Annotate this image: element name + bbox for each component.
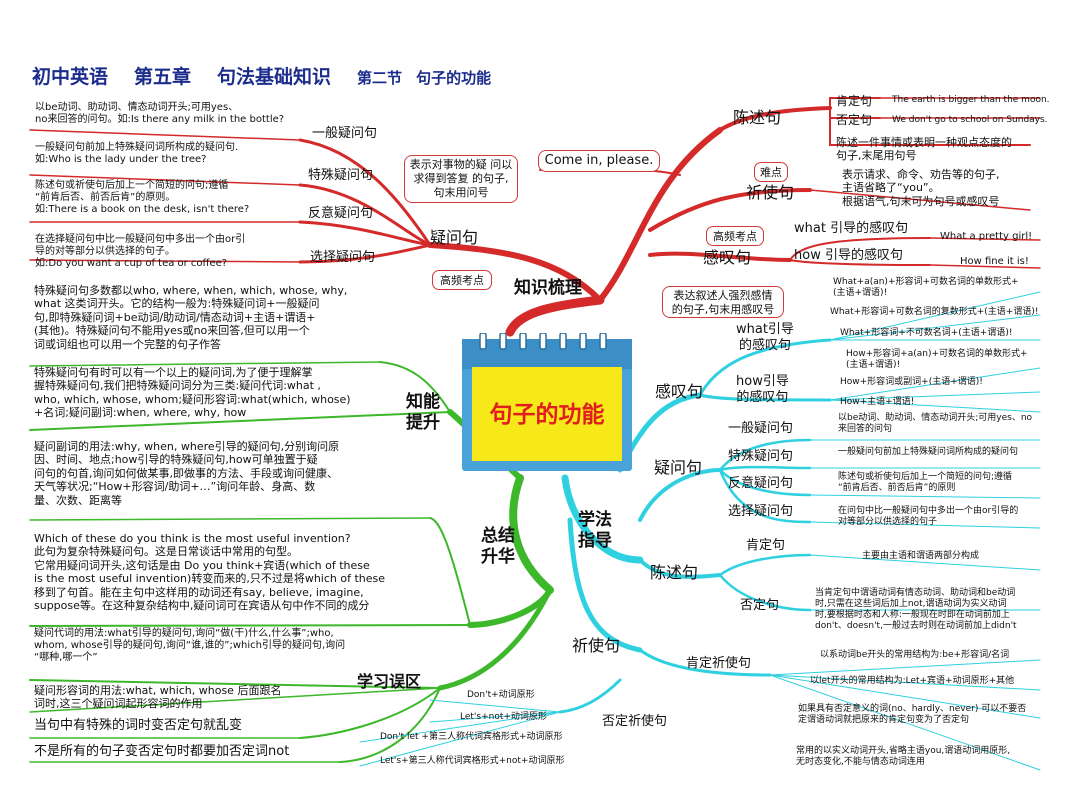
general-question-desc: 以be动词、助动词、情态动词开头;可用yes、 no来回答的问句。如:Is th… [35, 102, 285, 126]
how-structure-2: How+形容词或副词+(主语+谓语)! [840, 377, 983, 387]
special-question-desc: 一般疑问句前加上特殊疑问词所构成的疑问句. 如:Who is the lady … [35, 142, 239, 166]
mistake-item-1: 当句中有特殊的词时变否定句就乱变 [34, 718, 243, 733]
center-node: 句子的功能 [458, 332, 636, 475]
method-choice-label: 选择疑问句 [728, 504, 794, 519]
method-what-label: what引导 的感叹句 [736, 322, 794, 353]
method-question-label: 疑问句 [654, 458, 703, 477]
summary-paragraph-3: 疑问代词的用法:what引导的疑问句,询问“做(干)什么,什么事”;who, w… [34, 628, 346, 664]
method-declarative-label: 陈述句 [650, 563, 699, 582]
branch-method: 学法 指导 [578, 510, 612, 551]
title-chapter: 第五章 [134, 66, 192, 88]
affirm-imperative-4: 常用的以实义动词开头,省略主语you,谓语动词用原形, 无时态变化,不能与情态动… [796, 746, 1011, 767]
method-tag-label: 反意疑问句 [728, 476, 794, 491]
negative-label: 否定句 [836, 113, 873, 127]
what-structure-3: What+形容词+不可数名词+(主语+谓语)! [840, 328, 1013, 338]
how-structure-1: How+形容词+a(an)+可数名词的单数形式+ (主语+谓语)! [846, 349, 1028, 370]
exclamatory-desc: 表达叙述人强烈感情 的句子,句末用感叹号 [662, 286, 784, 318]
special-question-label: 特殊疑问句 [308, 168, 374, 183]
title-subject: 初中英语 [32, 66, 109, 88]
how-exclamatory-example: How fine it is! [960, 256, 1029, 267]
affirm-imperative-1: 以系动词be开头的常用结构为:be+形容词/名词 [820, 650, 1010, 660]
choice-question-desc: 在选择疑问句中比一般疑问句中多出一个由or引 导的对等部分以供选择的句子。 如:… [35, 234, 246, 270]
title-topic: 句法基础知识 [217, 66, 332, 88]
question-label: 疑问句 [430, 228, 479, 247]
method-imperative-label: 祈使句 [572, 636, 621, 655]
method-general-label: 一般疑问句 [728, 421, 794, 436]
summary-paragraph-2: Which of these do you think is the most … [34, 532, 386, 613]
method-negative-desc: 当肯定句中谓语动词有情态动词、助动词和be动词 时,只需在这些词后加上not,谓… [815, 588, 1017, 631]
negative-imperative-label: 否定祈使句 [602, 714, 668, 729]
general-question-label: 一般疑问句 [312, 126, 378, 141]
method-special-label: 特殊疑问句 [728, 449, 794, 464]
declarative-label: 陈述句 [733, 108, 782, 127]
negative-example: We don't go to school on Sundays. [892, 115, 1048, 125]
method-tag-desc: 陈述句或祈使句后加上一个简短的问句;遵循 “前肯后否、前否后肯”的原则 [838, 472, 1013, 493]
method-general-desc: 以be动词、助动词、情态动词开头;可用yes、no 来回答的问句 [838, 413, 1033, 434]
neg-imperative-3: Don't let +第三人称代词宾格形式+动词原形 [380, 732, 563, 742]
imperative-example: Come in, please. [538, 150, 660, 172]
affirm-label: 肯定句 [836, 94, 873, 108]
method-affirm-desc: 主要由主语和谓语两部分构成 [862, 551, 980, 561]
branch-improve: 知能 提升 [406, 392, 440, 433]
affirm-imperative-label: 肯定祈使句 [686, 656, 752, 671]
improve-paragraph-1: 特殊疑问句多数都以who, where, when, which, whose,… [34, 284, 348, 351]
summary-paragraph-4: 疑问形容词的用法:what, which, whose 后面跟名 词时,这三个疑… [34, 684, 282, 711]
method-negative-label: 否定句 [740, 598, 780, 613]
summary-paragraph-1: 疑问副词的用法:why, when, where引导的疑问句,分别询问原 因、时… [34, 440, 340, 507]
method-choice-desc: 在问句中比一般疑问句中多出一个由or引导的 对等部分以供选择的句子 [838, 506, 1019, 527]
neg-imperative-4: Let's+第三人称代词宾格形式+not+动词原形 [380, 756, 565, 766]
branch-knowledge: 知识梳理 [514, 278, 582, 298]
declarative-desc: 陈述一件事情或表明一种观点态度的 句子,末尾用句号 [836, 136, 1012, 163]
tag-question-label: 反意疑问句 [308, 206, 374, 221]
neg-imperative-2: Let's+not+动词原形 [460, 712, 547, 722]
tag-question-desc: 陈述句或祈使句后加上一个简短的问句;遵循 “前肯后否、前否后肯”的原则。 如:T… [35, 180, 250, 216]
branch-summary: 总结 升华 [481, 526, 515, 567]
imperative-label: 祈使句 [746, 183, 795, 202]
method-exclamatory-label: 感叹句 [655, 382, 704, 401]
improve-paragraph-2: 特殊疑问句有时可以有一个以上的疑问词,为了便于理解掌 握特殊疑问句,我们把特殊疑… [34, 366, 351, 420]
exclamatory-label: 感叹句 [703, 248, 752, 267]
method-how-label: how引导 的感叹句 [736, 374, 789, 405]
what-structure-1: What+a(an)+形容词+可数名词的单数形式+ (主语+谓语)! [833, 277, 1019, 298]
affirm-imperative-2: 以let开头的常用结构为:Let+宾语+动词原形+其他 [810, 676, 1015, 686]
what-structure-2: What+形容词+可数名词的复数形式+(主语+谓语)! [830, 307, 1039, 317]
what-exclamatory-example: What a pretty girl! [940, 231, 1033, 242]
calendar-icon [462, 332, 632, 471]
method-affirm-label: 肯定句 [746, 538, 786, 553]
question-desc: 表示对事物的疑 问以求得到答复 的句子,句末用问号 [404, 155, 518, 203]
center-label: 句子的功能 [489, 402, 605, 428]
branch-mistakes: 学习误区 [357, 672, 422, 691]
affirm-imperative-3: 如果具有否定意义的词(no、hardly、never) 可以不要否 定谓语动词就… [798, 704, 1027, 725]
title-section-name: 句子的功能 [416, 69, 492, 87]
difficulty-tag: 难点 [754, 162, 788, 182]
mistake-item-2: 不是所有的句子变否定句时都要加否定词not [34, 744, 290, 759]
page-title: 初中英语 第五章 句法基础知识 第二节句子的功能 [32, 62, 505, 89]
affirm-example: The earth is bigger than the moon. [892, 95, 1050, 105]
how-structure-3: How+主语+谓语! [840, 397, 915, 407]
imperative-desc: 表示请求、命令、劝告等的句子, 主语省略了“you”。 根据语气,句末可为句号或… [842, 168, 1000, 208]
method-special-desc: 一般疑问句前加上特殊疑问词所构成的疑问句 [838, 447, 1019, 457]
title-section: 第二节 [357, 69, 403, 87]
neg-imperative-1: Don't+动词原形 [467, 690, 535, 700]
question-hot-tag: 高频考点 [432, 270, 492, 290]
choice-question-label: 选择疑问句 [310, 250, 376, 265]
exclamatory-hot-tag: 高频考点 [706, 226, 764, 246]
what-exclamatory-label: what 引导的感叹句 [794, 221, 909, 236]
how-exclamatory-label: how 引导的感叹句 [794, 248, 903, 263]
